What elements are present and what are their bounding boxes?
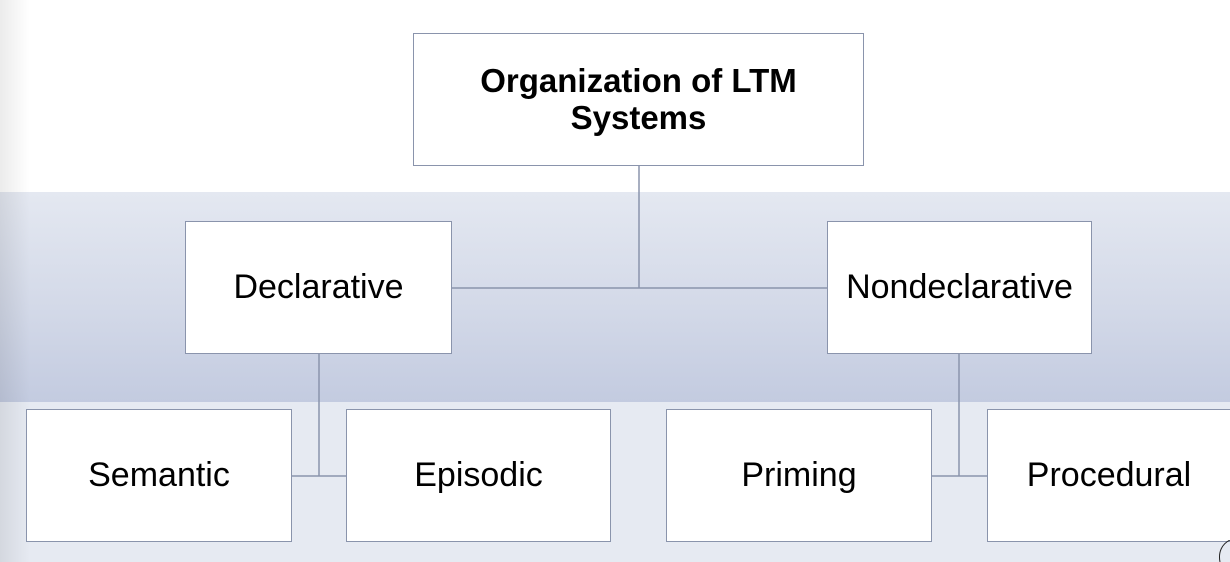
root-node: Organization of LTM Systems (413, 33, 864, 166)
semantic-node-label: Semantic (88, 455, 230, 494)
page-curl-mark (1219, 540, 1230, 562)
left-edge-shadow (0, 0, 30, 562)
priming-node-label: Priming (741, 455, 857, 494)
semantic-node: Semantic (26, 409, 292, 542)
episodic-node: Episodic (346, 409, 611, 542)
declarative-node: Declarative (185, 221, 452, 354)
procedural-node-label: Procedural (1026, 455, 1192, 494)
priming-node: Priming (666, 409, 932, 542)
root-node-label: Organization of LTM Systems (480, 62, 797, 136)
declarative-node-label: Declarative (233, 267, 404, 306)
nondeclarative-node-label: Nondeclarative (846, 267, 1073, 306)
episodic-node-label: Episodic (414, 455, 543, 494)
procedural-node: Procedural (987, 409, 1230, 542)
nondeclarative-node: Nondeclarative (827, 221, 1092, 354)
